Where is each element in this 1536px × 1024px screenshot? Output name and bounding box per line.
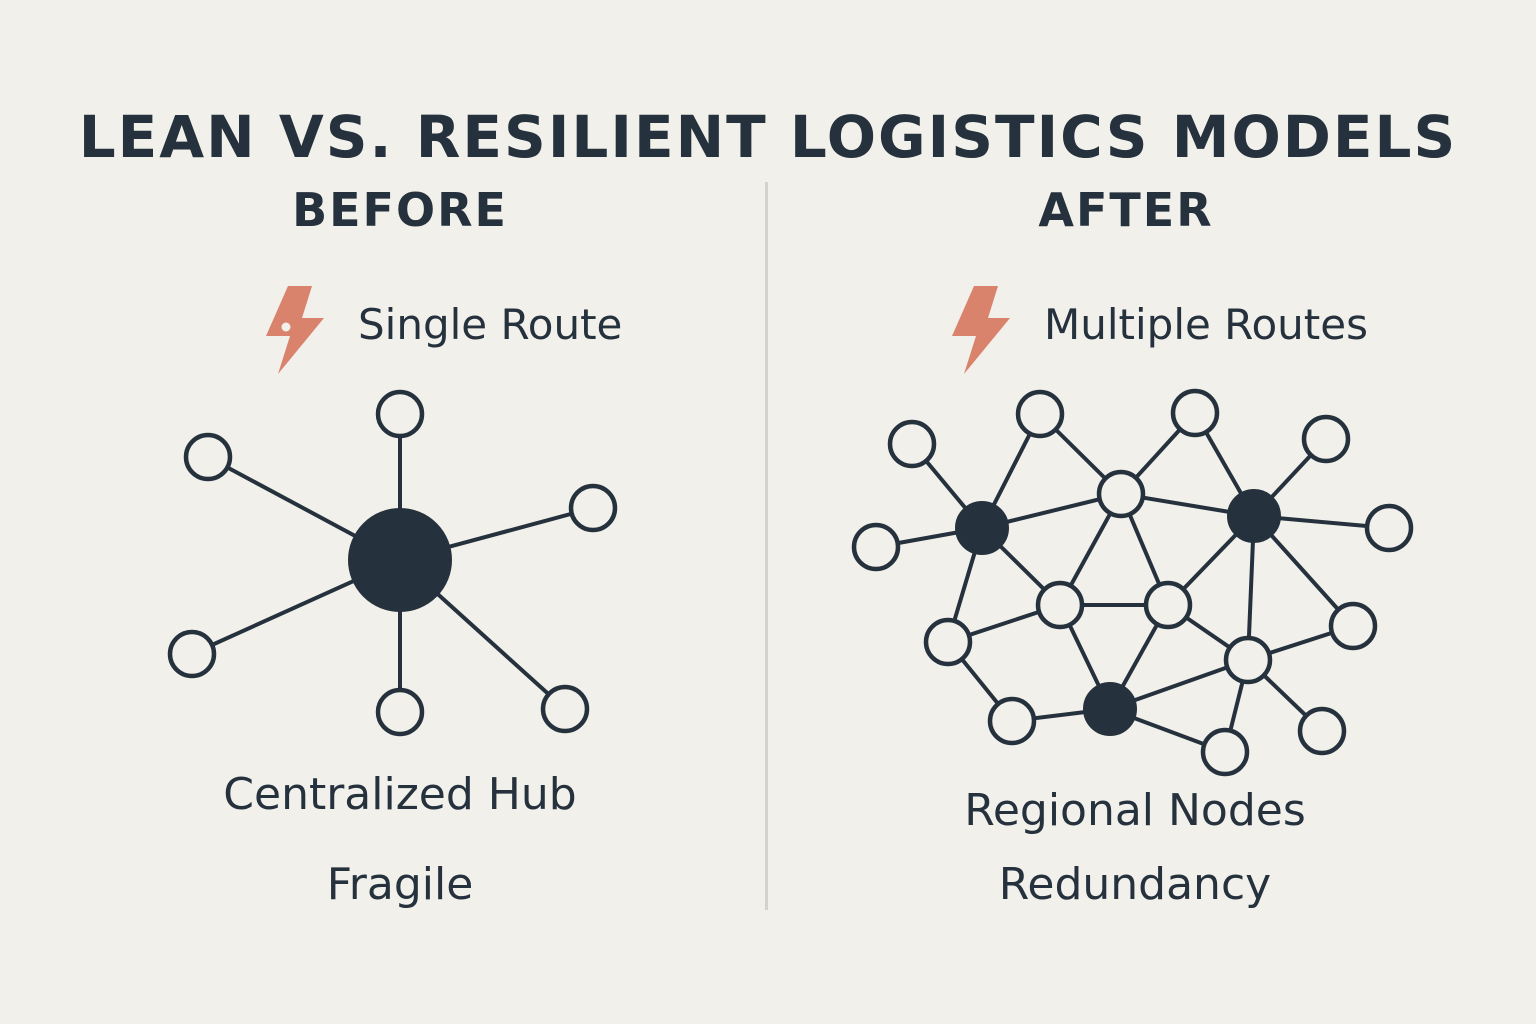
lightning-bolt-icon [952,286,1010,374]
mesh-node [851,522,901,572]
mesh-node [1328,601,1378,651]
before-heading: BEFORE [292,183,508,237]
before-caption-secondary: Fragile [326,859,474,910]
after-route-label: Multiple Routes [1044,300,1368,349]
spoke-node [167,629,217,679]
before-caption-primary: Centralized Hub [223,769,577,820]
mesh-node [987,696,1037,746]
mesh-node [923,617,973,667]
regional-hub-node [1083,682,1137,736]
mesh-node [1301,414,1351,464]
mesh-node [1096,469,1146,519]
after-caption-secondary: Redundancy [998,859,1272,910]
mesh-node [1364,503,1414,553]
page-title: LEAN VS. RESILIENT LOGISTICS MODELS [78,102,1458,171]
spoke-node [540,684,590,734]
spoke-node [183,432,233,482]
mesh-node [1143,580,1193,630]
mesh-node [887,419,937,469]
central-hub-node [348,508,452,612]
mesh-node [1200,727,1250,777]
regional-hub-node [1227,489,1281,543]
centralized-hub-network [167,389,618,737]
lightning-bolt-icon [266,286,324,374]
regional-hub-node [955,501,1009,555]
before-route-label: Single Route [358,300,623,349]
panel-divider [765,182,768,910]
mesh-node [1035,580,1085,630]
mesh-node [1015,389,1065,439]
mesh-node [1297,706,1347,756]
mesh-node [1170,388,1220,438]
after-heading: AFTER [1038,183,1214,237]
before-route-row: Single Route [262,282,682,378]
mesh-node [1223,635,1273,685]
spoke-node [568,483,618,533]
after-route-row: Multiple Routes [948,282,1428,378]
after-caption-primary: Regional Nodes [964,785,1306,836]
spoke-node [375,389,425,439]
spoke-node [375,687,425,737]
